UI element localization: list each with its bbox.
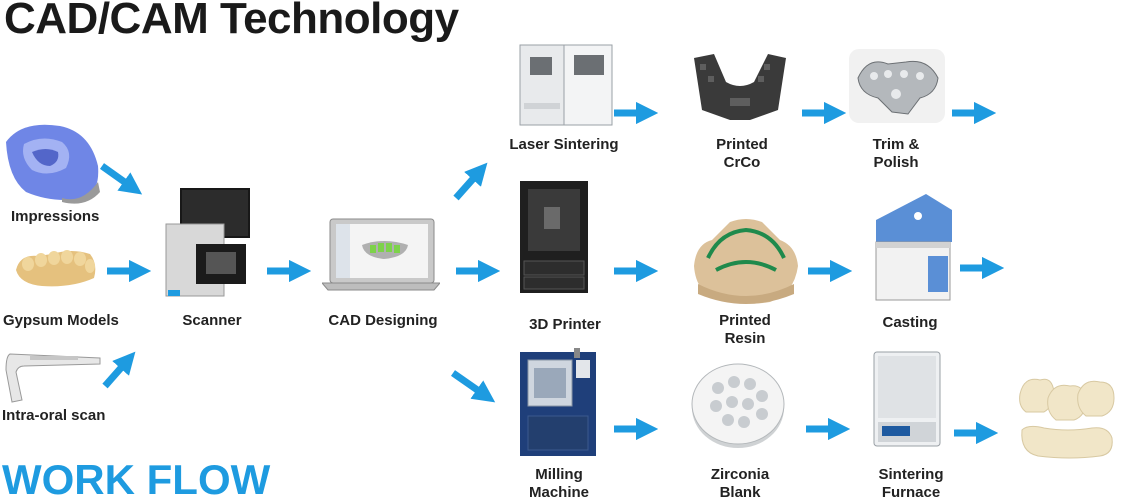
casting-machine-icon — [870, 192, 954, 304]
arrow-intraoral-scanner — [102, 351, 136, 389]
resin-model-icon — [690, 214, 802, 306]
label-laser-sintering: Laser Sintering — [509, 136, 619, 153]
dental-impression-icon — [2, 112, 102, 204]
label-impressions: Impressions — [11, 208, 100, 225]
workflow-heading: WORK FLOW — [2, 456, 271, 503]
milling-machine-icon — [518, 346, 598, 458]
zirconia-crowns-icon — [1014, 372, 1118, 466]
arrow-impressions-scanner — [99, 163, 143, 195]
3d-printer-icon — [518, 179, 590, 295]
label-3d-printer: 3D Printer — [529, 316, 601, 333]
scanner-icon — [164, 186, 252, 298]
intraoral-scanner-icon — [4, 342, 106, 404]
label-casting: Casting — [882, 314, 938, 331]
page-title: CAD/CAM Technology — [4, 0, 459, 43]
label-cad-designing: CAD Designing — [328, 312, 438, 329]
label-intraoral-scan: Intra-oral scan — [2, 407, 106, 424]
gypsum-model-icon — [12, 244, 98, 290]
printed-framework-icon — [690, 50, 790, 122]
laser-sintering-machine-icon — [518, 43, 614, 127]
polished-framework-icon — [848, 48, 946, 124]
arrow-cad-laser — [453, 162, 488, 201]
arrow-cad-milling — [450, 370, 496, 403]
label-trim-polish: Trim &Polish — [872, 136, 920, 171]
label-gypsum-models: Gypsum Models — [3, 312, 119, 329]
sintering-furnace-icon — [872, 350, 942, 448]
zirconia-disc-icon — [688, 360, 788, 450]
laptop-icon — [322, 217, 440, 291]
label-scanner: Scanner — [182, 312, 242, 329]
